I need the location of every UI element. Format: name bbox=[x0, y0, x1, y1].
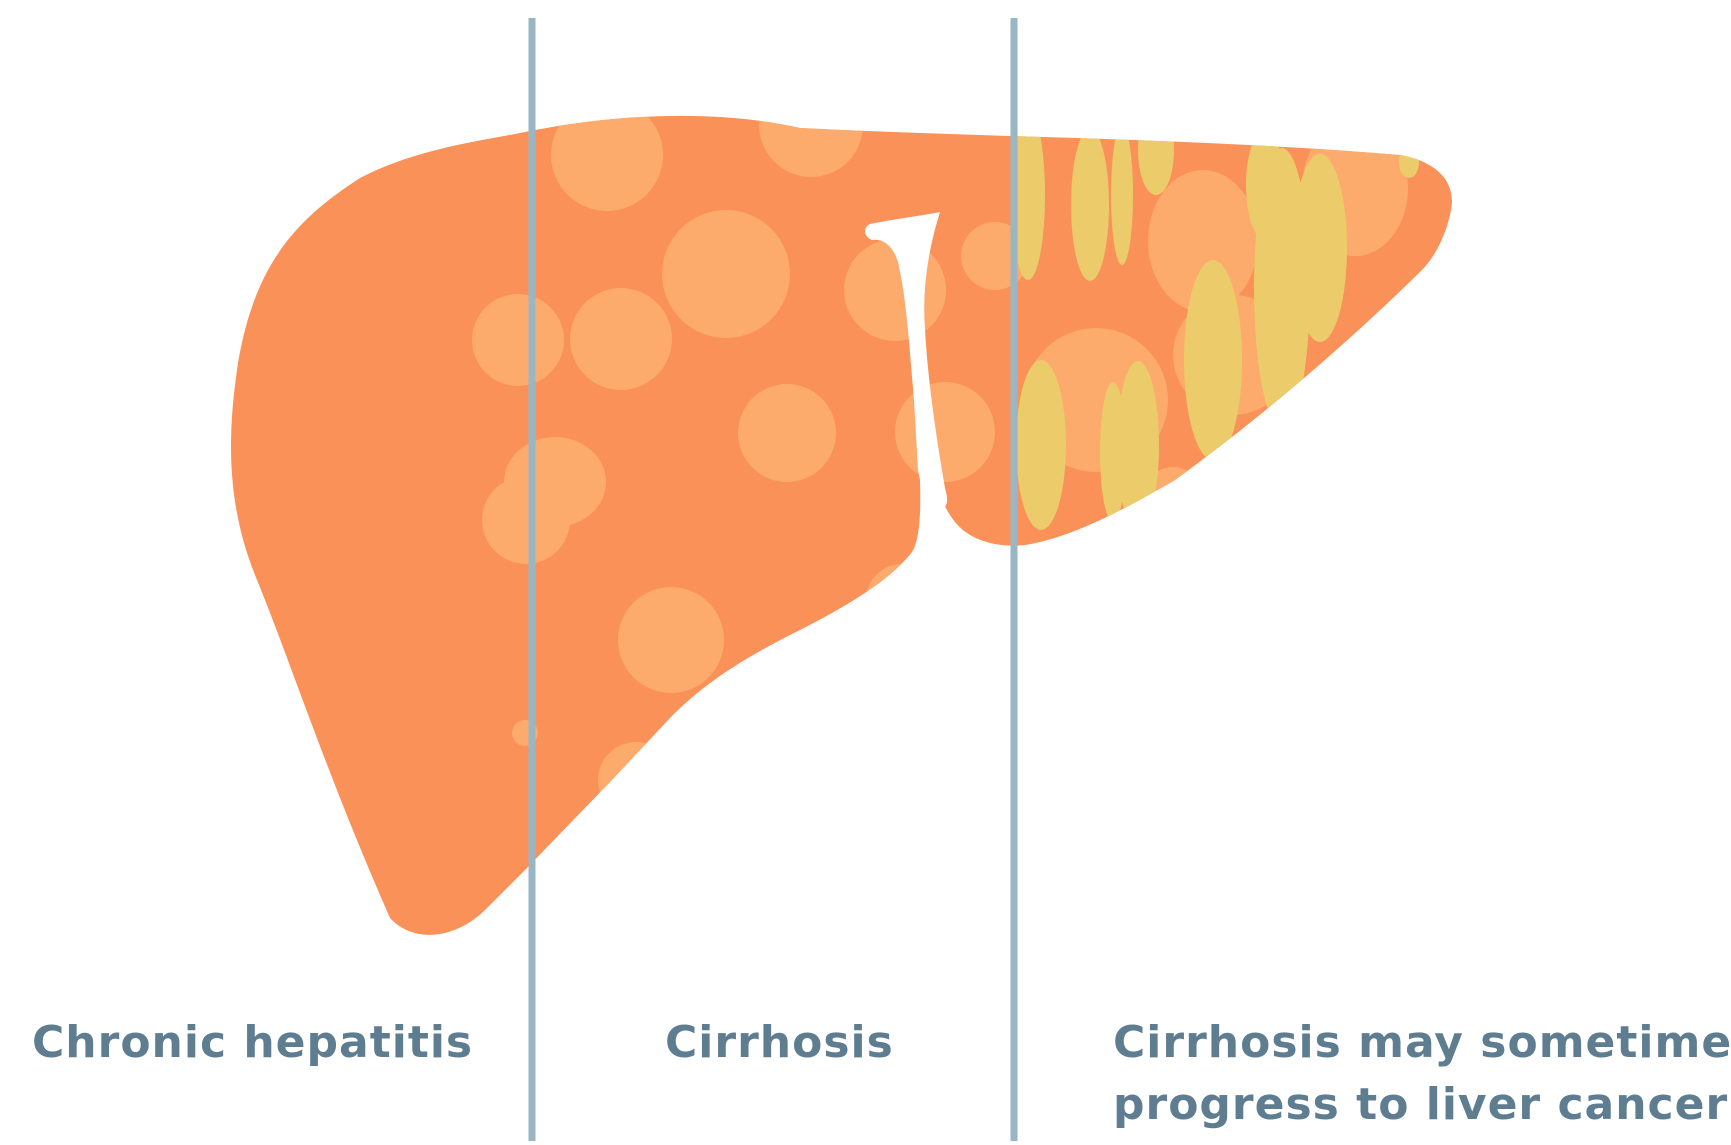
nodule bbox=[482, 476, 570, 564]
nodule bbox=[738, 384, 836, 482]
tumor bbox=[1246, 130, 1284, 240]
nodule bbox=[570, 288, 672, 390]
nodule bbox=[662, 210, 790, 338]
stage-label-liver-cancer: Cirrhosis may sometimes progress to live… bbox=[1113, 1012, 1731, 1137]
tumor bbox=[1399, 146, 1419, 178]
nodule bbox=[598, 742, 674, 818]
tumor bbox=[1111, 125, 1133, 265]
tumor bbox=[1293, 154, 1347, 342]
nodule bbox=[866, 564, 938, 636]
stage-label-liver-cancer-line-1: Cirrhosis may sometimes bbox=[1113, 1012, 1731, 1074]
stage-label-cirrhosis: Cirrhosis bbox=[665, 1012, 894, 1074]
stage-label-chronic-hepatitis: Chronic hepatitis bbox=[32, 1012, 473, 1074]
nodule bbox=[472, 294, 564, 386]
tumor bbox=[1184, 260, 1242, 460]
stage-label-liver-cancer-line-2: progress to liver cancer bbox=[1113, 1074, 1731, 1136]
nodule bbox=[551, 99, 663, 211]
nodule bbox=[895, 382, 995, 482]
tumor bbox=[1117, 361, 1159, 531]
nodule bbox=[618, 587, 724, 693]
nodule bbox=[759, 73, 863, 177]
tumor bbox=[1138, 105, 1174, 195]
tumor bbox=[1071, 129, 1109, 281]
tumor bbox=[1016, 360, 1066, 530]
